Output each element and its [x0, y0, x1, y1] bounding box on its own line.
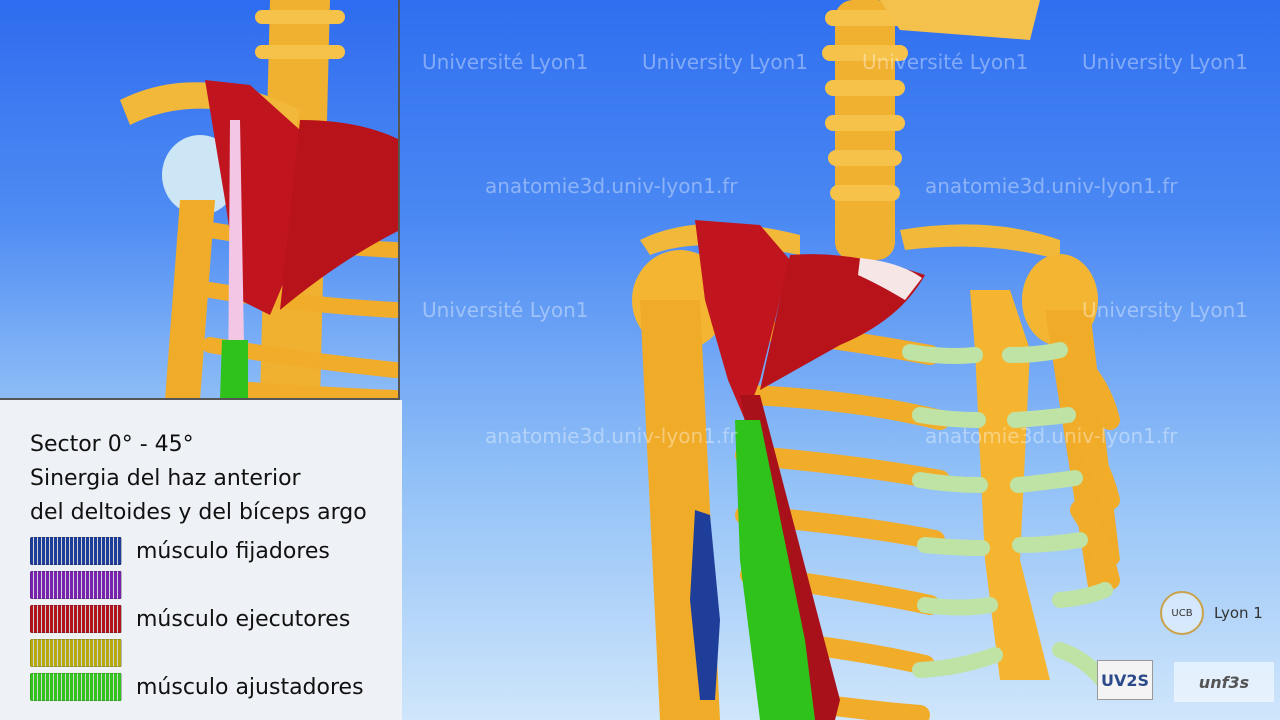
ucb-logo-text: Lyon 1 — [1214, 604, 1263, 622]
inset-view — [0, 0, 400, 400]
legend-swatch-green — [30, 673, 122, 701]
legend-label-adjusters: músculo ajustadores — [136, 674, 364, 700]
legend-item-fixators: músculo fijadores — [30, 534, 402, 568]
legend-swatch-purple — [30, 571, 122, 599]
legend-item-executors: músculo ejecutores — [30, 602, 402, 636]
legend-description-1: Sinergia del haz anterior — [30, 466, 301, 491]
legend-item-yellow — [30, 636, 402, 670]
legend-label-executors: músculo ejecutores — [136, 606, 351, 632]
biceps-green — [735, 420, 815, 720]
fixator-blue — [690, 510, 720, 700]
legend-swatch-yellow — [30, 639, 122, 667]
legend-item-adjusters: músculo ajustadores — [30, 670, 402, 704]
ucb-emblem-icon: UCB — [1160, 591, 1204, 635]
deltoid-anterior — [695, 220, 790, 420]
legend-description-2: del deltoides y del bíceps argo — [30, 500, 367, 525]
legend-sector: Sector 0° - 45° — [30, 432, 194, 457]
legend-items: músculo fijadores músculo ejecutores mús… — [30, 534, 402, 704]
inset-anatomy — [120, 0, 398, 398]
legend-item-purple — [30, 568, 402, 602]
legend-swatch-blue — [30, 537, 122, 565]
ucb-lyon1-logo: UCB Lyon 1 — [1160, 584, 1266, 642]
spine — [822, 0, 1040, 260]
uv2s-logo: UV2S — [1097, 660, 1153, 700]
pectoralis — [760, 254, 925, 390]
right-clavicle — [900, 224, 1060, 260]
legend-panel: Sector 0° - 45° Sinergia del haz anterio… — [0, 400, 402, 720]
unf3s-logo: unf3s — [1174, 662, 1274, 702]
legend-swatch-red — [30, 605, 122, 633]
legend-label-fixators: músculo fijadores — [136, 538, 330, 564]
